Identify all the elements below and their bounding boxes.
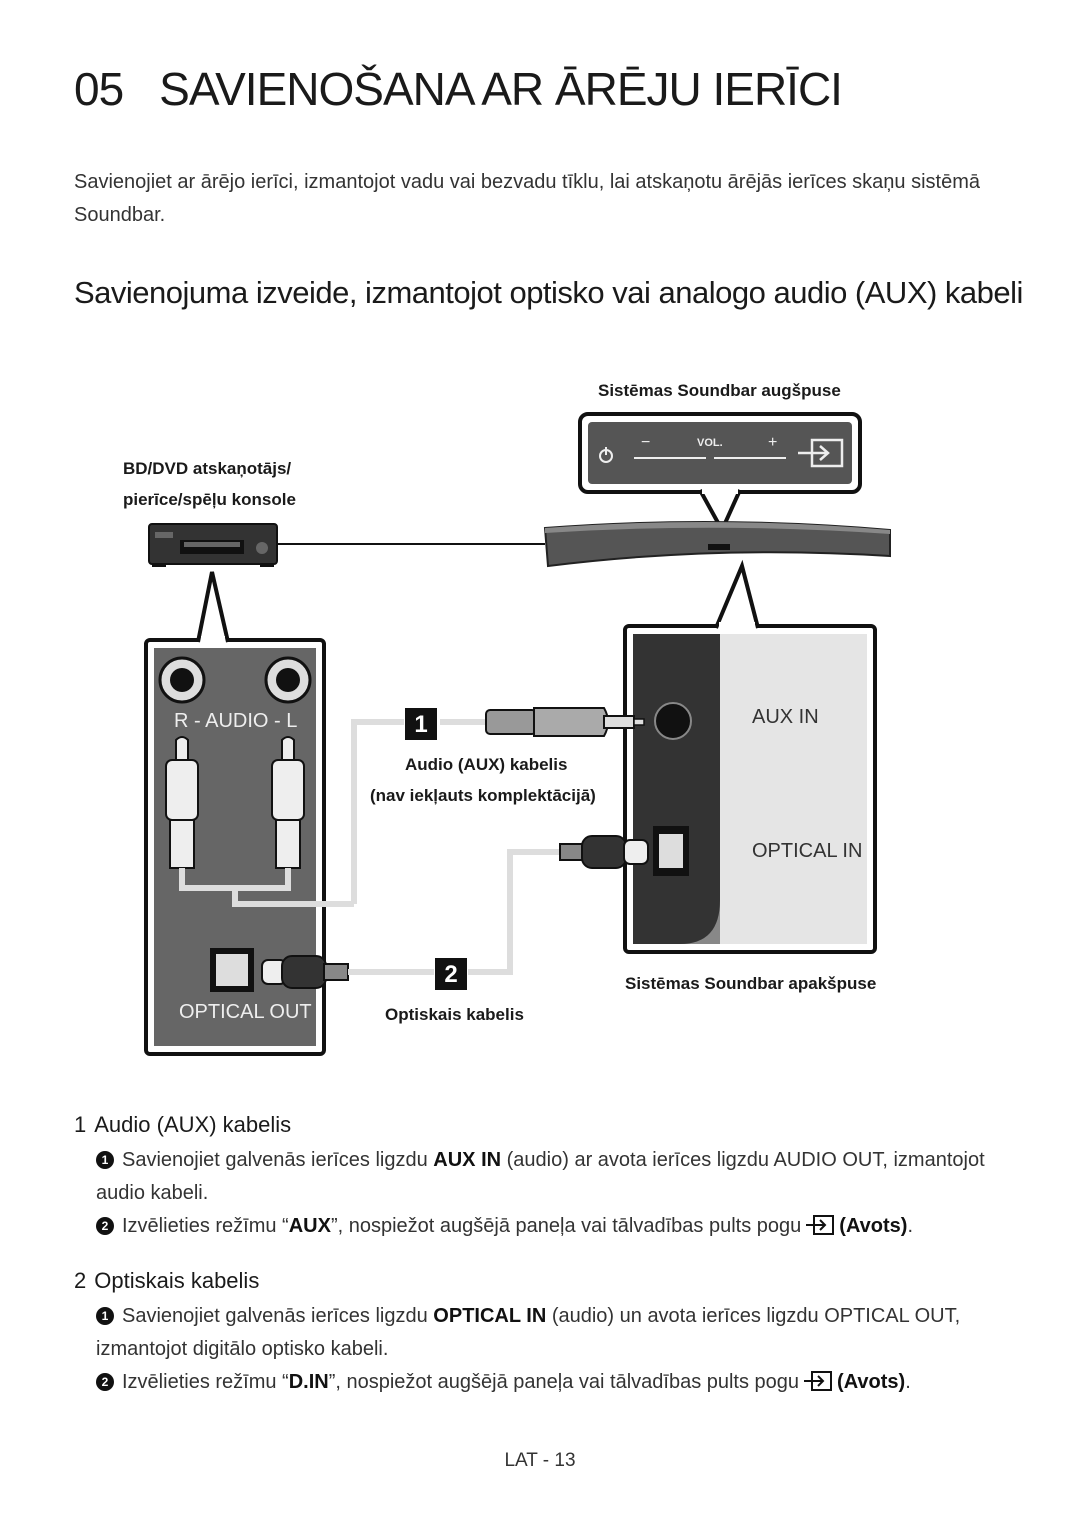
section-title: Savienojuma izveide, izmantojot optisko … <box>74 275 1023 310</box>
optical-out-label: OPTICAL OUT <box>179 1001 312 1023</box>
vol-plus: + <box>768 434 777 451</box>
chapter-title: 05 SAVIENOŠANA AR ĀRĒJU IERĪCI <box>74 62 843 116</box>
svg-text:2: 2 <box>444 961 457 988</box>
connection-diagram: − VOL. + R - AUDIO - L <box>144 412 891 1056</box>
soundbar-bottom-label: Sistēmas Soundbar apakšpuse <box>625 974 877 993</box>
device-label-line1: BD/DVD atskaņotājs/ <box>123 459 292 478</box>
power-icon <box>599 447 613 463</box>
soundbar-top-label: Sistēmas Soundbar augšpuse <box>598 381 841 400</box>
optical-in-label: OPTICAL IN <box>752 840 862 862</box>
aux-cable-note: (nav iekļauts komplektācijā) <box>370 786 596 805</box>
marker-1: 1 <box>405 708 437 740</box>
page-number: LAT - 13 <box>504 1450 576 1471</box>
chapter-number: 05 <box>74 63 124 115</box>
soundbar <box>543 520 891 568</box>
soundbar-top-panel: − VOL. + <box>578 412 862 535</box>
audio-port-label: R - AUDIO - L <box>174 710 297 732</box>
vol-label: VOL. <box>697 437 723 449</box>
chapter-title-text: SAVIENOŠANA AR ĀRĒJU IERĪCI <box>159 63 843 115</box>
source-icon <box>798 438 844 468</box>
rca-plug-left <box>165 736 199 869</box>
vol-minus: − <box>641 434 650 451</box>
marker-2: 2 <box>435 958 467 990</box>
aux-cable-label: Audio (AUX) kabelis <box>405 755 568 774</box>
optical-cable <box>261 835 649 989</box>
source-icon <box>804 1371 833 1391</box>
soundbar-bottom-panel: AUX IN OPTICAL IN <box>623 559 877 954</box>
bd-dvd-player <box>148 523 278 567</box>
svg-text:1: 1 <box>414 711 427 738</box>
device-label-line2: pierīce/spēļu konsole <box>123 490 296 509</box>
intro-paragraph: Savienojiet ar ārējo ierīci, izmantojot … <box>74 171 981 226</box>
aux-cable <box>351 707 645 904</box>
optical-cable-label: Optiskais kabelis <box>385 1005 524 1024</box>
source-icon <box>806 1215 835 1235</box>
aux-in-label: AUX IN <box>752 706 819 728</box>
